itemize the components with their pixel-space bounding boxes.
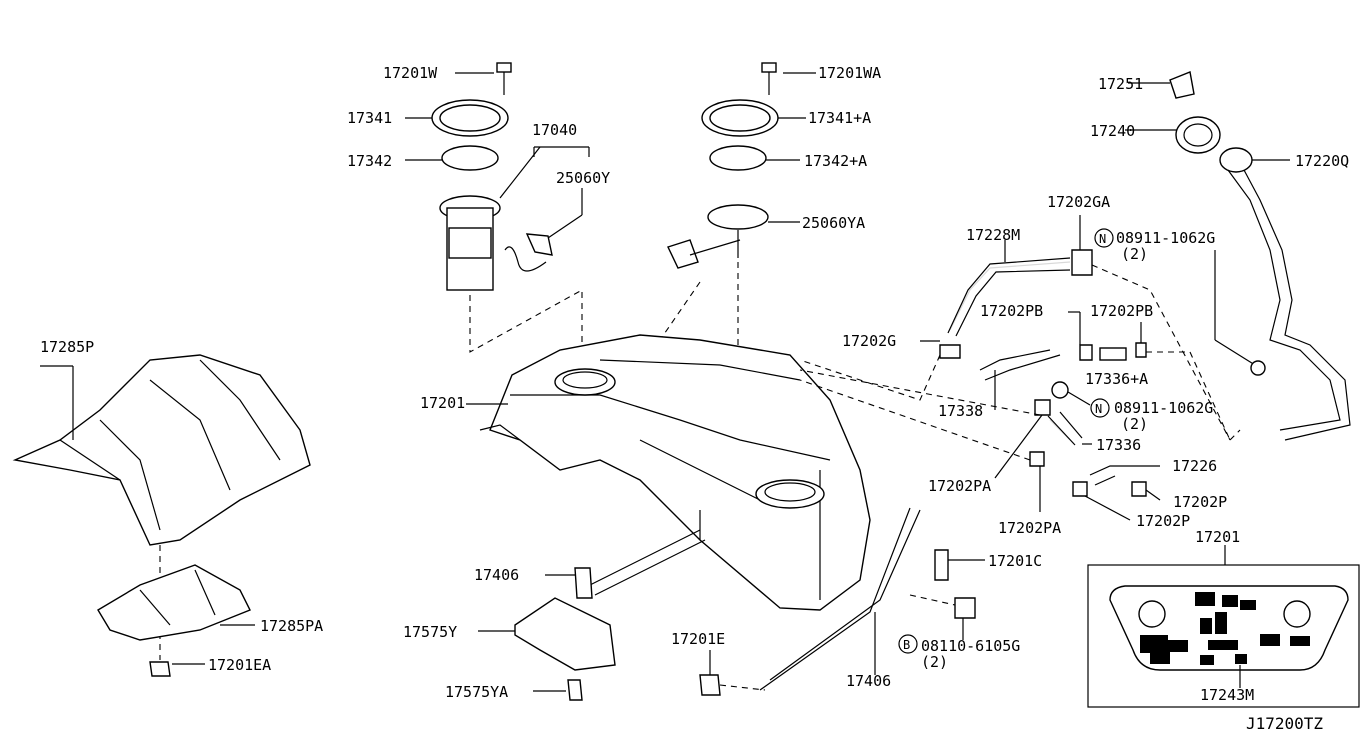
label-17201C: 17201C [988, 552, 1042, 570]
label-17201W: 17201W [383, 64, 438, 82]
label-17575Y: 17575Y [403, 623, 457, 641]
label-17251: 17251 [1098, 75, 1143, 93]
fuel-pump-assembly [405, 62, 590, 360]
inset-part-17243M: 17243M [1200, 686, 1254, 704]
label-17285P: 17285P [40, 338, 94, 356]
label-17226: 17226 [1172, 457, 1217, 475]
label-08911-qty-a: (2) [1121, 245, 1148, 263]
inset-title: 17201 [1195, 528, 1240, 546]
label-17202PB-1: 17202PB [980, 302, 1043, 320]
b-marker [898, 634, 918, 654]
diagram-code: J17200TZ [1246, 714, 1323, 733]
n-marker-2 [1090, 398, 1110, 418]
n-marker-2-letter: N [1095, 402, 1102, 416]
label-17201: 17201 [420, 394, 465, 412]
label-17341: 17341 [347, 109, 392, 127]
label-17202PA-2: 17202PA [998, 519, 1061, 537]
label-25060Y: 25060Y [556, 169, 610, 187]
label-17406-2: 17406 [846, 672, 891, 690]
filler-neck [1125, 71, 1351, 441]
label-17240: 17240 [1090, 122, 1135, 140]
fuel-tank [466, 334, 871, 611]
label-17406-1: 17406 [474, 566, 519, 584]
tank-straps [478, 507, 985, 701]
n-marker-1 [1094, 228, 1114, 248]
label-17228M: 17228M [966, 226, 1020, 244]
label-17040: 17040 [532, 121, 577, 139]
label-17342A: 17342+A [804, 152, 867, 170]
b-marker-letter: B [903, 638, 910, 652]
label-08911-qty-b: (2) [1121, 415, 1148, 433]
label-17575YA: 17575YA [445, 683, 508, 701]
label-17202GA: 17202GA [1047, 193, 1110, 211]
label-17220Q: 17220Q [1295, 152, 1349, 170]
label-08110-6105G: 08110-6105G [921, 637, 1020, 655]
label-25060YA: 25060YA [802, 214, 865, 232]
label-17285PA: 17285PA [260, 617, 323, 635]
label-17336A: 17336+A [1085, 370, 1148, 388]
n-marker-1-letter: N [1099, 232, 1106, 246]
label-17202PA-1: 17202PA [928, 477, 991, 495]
label-17342: 17342 [347, 152, 392, 170]
vent-hoses [799, 215, 1231, 521]
heat-protector [12, 354, 311, 677]
label-17201WA: 17201WA [818, 64, 881, 82]
label-08110-qty: (2) [921, 653, 948, 671]
label-17338: 17338 [938, 402, 983, 420]
fuel-sender-assembly [659, 62, 816, 480]
label-17341A: 17341+A [808, 109, 871, 127]
label-17202P-1: 17202P [1173, 493, 1227, 511]
label-08911-1062G-a: 08911-1062G [1116, 229, 1215, 247]
part-labels: 17201W 17341 17342 17040 25060Y 17201WA … [40, 64, 1349, 733]
label-17202PB-2: 17202PB [1090, 302, 1153, 320]
label-08911-1062G-b: 08911-1062G [1114, 399, 1213, 417]
label-17202P-2: 17202P [1136, 512, 1190, 530]
label-17336: 17336 [1096, 436, 1141, 454]
inset-box [1087, 545, 1360, 708]
label-17201EA: 17201EA [208, 656, 271, 674]
label-17201E: 17201E [671, 630, 725, 648]
label-17202G: 17202G [842, 332, 896, 350]
